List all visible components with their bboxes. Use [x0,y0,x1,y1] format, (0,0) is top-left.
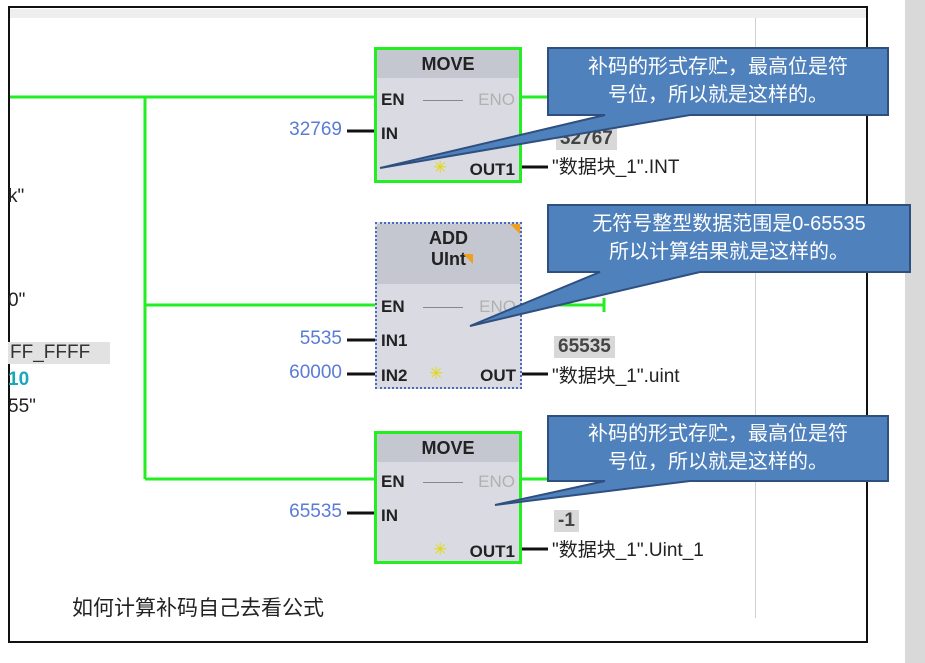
block-title: MOVE [377,50,519,78]
left-fragment: 0" [8,290,26,311]
in2-pin: IN2 [381,366,408,385]
in2-value[interactable]: 60000 [289,362,342,383]
add-pin-icon[interactable]: ✳ [433,540,448,559]
out-pin: OUT [480,366,516,385]
out-value: 65535 [554,336,615,358]
callout-1: 补码的形式存贮，最高位是符号位，所以就是这样的。 [588,56,848,106]
left-fragment: FF_FFFF [8,342,111,364]
out-tag[interactable]: "数据块_1".INT [552,157,680,178]
eno-pin: ENO [478,90,515,109]
out-pin: OUT1 [469,542,515,561]
callout-bubble-3 [494,415,889,506]
add-pin-icon[interactable]: ✳ [429,364,444,383]
block-title: ADD [429,228,468,248]
in1-pin: IN1 [381,331,408,350]
en-pin: EN [381,472,405,491]
callout-bubble-1 [379,47,889,169]
in1-value[interactable]: 5535 [299,328,342,349]
editor-top-bar [10,9,866,18]
en-pin: EN [381,297,405,316]
in-pin: IN [381,124,398,143]
add-pin-icon[interactable]: ✳ [433,158,448,177]
data-type-selector[interactable]: UInt [431,249,466,269]
callout-bubble-2 [469,204,911,327]
footer-note: 如何计算补码自己去看公式 [72,597,324,620]
eno-pin: ENO [478,472,515,491]
left-fragment: 55" [8,396,36,417]
out-tag[interactable]: "数据块_1".uint [552,366,680,387]
add-block[interactable]: ADD UInt EN ENO IN1 IN2 ✳ OUT [375,222,522,389]
in-value[interactable]: 65535 [289,501,342,522]
out-value: -1 [554,510,579,532]
in-pin: IN [381,506,398,525]
block-title: MOVE [377,434,519,462]
left-fragment: k" [8,186,25,207]
out-tag[interactable]: "数据块_1".Uint_1 [552,540,704,561]
in-value[interactable]: 32769 [289,119,342,140]
move-block-1[interactable]: MOVE EN ENO IN ✳ OUT1 [374,47,522,183]
left-fragment: 10 [8,369,30,390]
callout-3: 补码的形式存贮，最高位是符号位，所以就是这样的。 [588,423,848,473]
column-divider [755,18,756,618]
out-pin: OUT1 [469,160,515,179]
screenshot-frame [8,6,868,643]
scrollbar[interactable] [905,0,925,663]
en-pin: EN [381,90,405,109]
move-block-2[interactable]: MOVE EN ENO IN ✳ OUT1 [374,431,522,564]
